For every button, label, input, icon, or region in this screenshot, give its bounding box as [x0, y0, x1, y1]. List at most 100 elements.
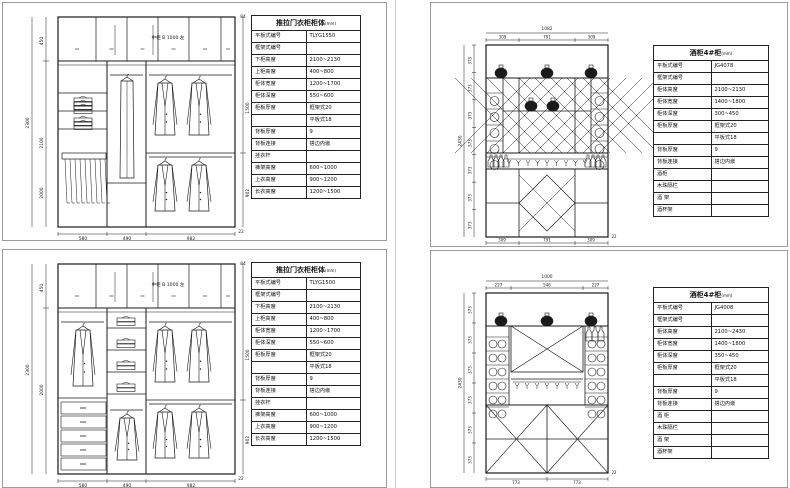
dimension-label: 1500 — [245, 349, 251, 360]
spec-label: 下柜高度 — [251, 54, 307, 67]
suit-jacket-icon — [171, 82, 178, 125]
dimension-label: 2000 — [39, 384, 45, 395]
wine-bottle-icon — [594, 112, 605, 122]
spec-value: 300~450 — [710, 108, 769, 121]
spec-label: 上衣高度 — [251, 421, 307, 434]
suit-jacket-icon — [205, 164, 212, 202]
folded-clothes-icon — [116, 383, 136, 388]
suit-jacket-icon — [165, 445, 168, 448]
spec-row: 框架式编号 — [653, 72, 769, 85]
spec-value — [710, 192, 769, 205]
spec-row: 柜板厚度框架式20 — [251, 349, 361, 362]
pants-rack-icon — [61, 152, 107, 160]
spec-value: 350~450 — [710, 350, 769, 363]
dimension-label: 2300 — [25, 117, 31, 128]
spec-label: 柜体高度 — [653, 84, 712, 97]
spec-label: 柜体宽度 — [251, 78, 307, 91]
spec-value: 1200~1500 — [305, 433, 361, 446]
spec-value — [710, 204, 769, 217]
spec-label: 背板厚度 — [251, 126, 307, 139]
spec-label: 平板式编号 — [251, 30, 307, 43]
spec-label: 框架式编号 — [251, 289, 307, 302]
dimension-label: 2430 — [458, 377, 464, 388]
suit-jacket-icon — [165, 360, 168, 362]
spec-label: 背板连接 — [251, 385, 307, 398]
suit-jacket-icon — [186, 82, 193, 125]
suit-jacket-icon — [171, 164, 178, 202]
wine-bottle-icon — [489, 160, 500, 170]
dimension-label: 373 — [468, 456, 473, 464]
drawer-icon — [60, 415, 107, 429]
spec-label: 背板连接 — [251, 138, 307, 151]
folded-clothes-icon — [73, 121, 93, 126]
dimension-label: 373 — [468, 84, 473, 92]
suit-jacket-icon — [154, 329, 176, 383]
spec-label: 上柜高度 — [251, 66, 307, 79]
spec-value: JG4008 — [710, 302, 769, 315]
spec-row: 平板式18 — [653, 374, 769, 387]
spec-value — [305, 289, 361, 302]
dimension-label: 22 — [611, 470, 617, 475]
spec-value: 平板式18 — [305, 361, 361, 374]
spec-value — [710, 434, 769, 447]
wine-lattice — [550, 77, 627, 154]
suit-jacket-icon — [165, 113, 168, 115]
suit-jacket-icon — [188, 82, 210, 136]
hanger-icon — [198, 322, 202, 327]
spec-value: 900~1200 — [305, 421, 361, 434]
wine-x-rack — [510, 325, 584, 373]
suit-jacket-icon — [127, 442, 130, 444]
vase-icon — [550, 97, 556, 102]
suit-jacket-icon — [186, 164, 193, 202]
hanger-icon — [164, 157, 168, 162]
spec-value: 平板式18 — [305, 114, 361, 127]
spec-row: 挂衣杆 — [251, 397, 361, 410]
wine-bottle-icon — [488, 381, 498, 391]
suit-jacket-icon — [186, 411, 193, 449]
vase-icon — [494, 315, 508, 327]
wine-glass-icon — [534, 382, 540, 386]
dimension-label: 490 — [123, 236, 132, 240]
wine-bottle-icon — [597, 326, 605, 342]
suit-jacket-icon — [188, 164, 210, 212]
spec-label: 酒杯架 — [653, 446, 712, 459]
page-divider — [395, 0, 396, 488]
suit-jacket-icon — [123, 417, 131, 437]
spec-value — [710, 168, 769, 181]
folded-clothes-icon — [116, 343, 136, 348]
wine-bottle-icon — [587, 381, 597, 391]
wine-glass-icon — [544, 159, 550, 163]
spec-row: 酒杯架 — [653, 446, 769, 459]
spec-label: 平板式编号 — [653, 302, 712, 315]
spec-label — [653, 132, 712, 145]
spec-label: 酒 架 — [653, 434, 712, 447]
dimension-label: 450 — [39, 284, 45, 293]
hanger-icon — [198, 404, 202, 409]
wine-glass-icon — [514, 382, 520, 386]
spec-label: 长衣高度 — [251, 433, 307, 446]
spec-row: 酒杯架 — [653, 204, 769, 217]
wine-bottle-icon — [497, 395, 507, 405]
pants-rack-icon — [74, 158, 80, 204]
dimension-label: 22 — [611, 234, 617, 239]
cabinet-annotation: 中柜 B 1000 左 — [151, 281, 184, 288]
spec-value — [710, 180, 769, 193]
suit-jacket-icon — [152, 411, 159, 449]
spec-row: 柜板厚度框架式20 — [653, 120, 769, 133]
suit-jacket-icon — [152, 164, 159, 202]
suit-jacket-icon — [83, 362, 86, 365]
vase-icon — [584, 315, 598, 327]
spec-row: 木珠隔栏 — [653, 180, 769, 193]
dimension-label: 84 — [240, 14, 246, 20]
folded-clothes-icon — [121, 382, 131, 385]
spec-value — [710, 314, 769, 327]
